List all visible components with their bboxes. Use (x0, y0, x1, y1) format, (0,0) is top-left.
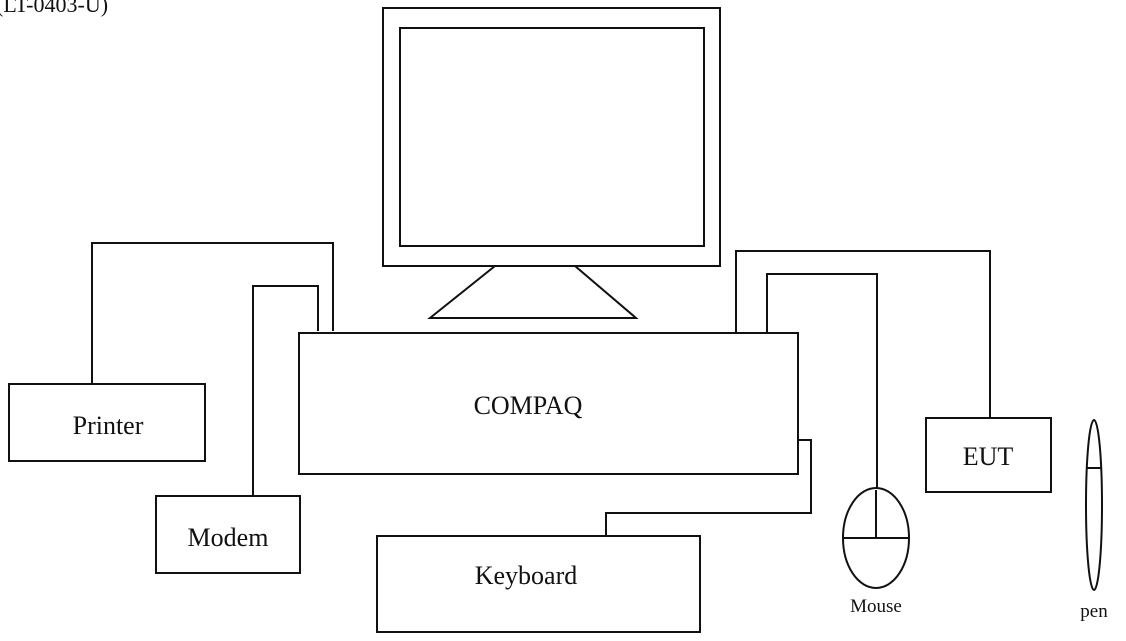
keyboard-cable (605, 439, 812, 537)
monitor-stand (427, 265, 639, 319)
modem: Modem (155, 495, 301, 574)
mouse-cable (766, 273, 878, 490)
eut-label: EUT (963, 442, 1014, 471)
monitor (382, 7, 721, 319)
keyboard: Keyboard (376, 535, 701, 633)
keyboard-label: Keyboard (475, 561, 578, 590)
cables (91, 242, 991, 537)
top-note: (LT-0403-U) (0, 0, 108, 17)
compaq-label: COMPAQ (474, 391, 583, 420)
eut: EUT (925, 417, 1052, 493)
mouse-label: Mouse (850, 596, 902, 617)
mouse: Mouse (842, 487, 910, 617)
compaq-computer: COMPAQ (298, 332, 799, 475)
printer: Printer (8, 383, 206, 462)
printer-cable (91, 242, 334, 385)
modem-cable (252, 285, 319, 497)
pen-label: pen (1080, 601, 1108, 622)
eut-cable (735, 250, 991, 419)
pen: pen (1080, 419, 1108, 622)
printer-label: Printer (73, 411, 144, 440)
modem-label: Modem (188, 523, 269, 552)
